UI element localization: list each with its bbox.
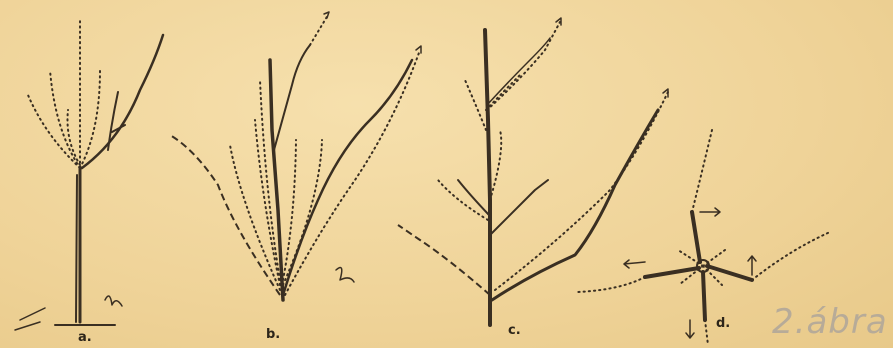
tree-b-main-branch	[283, 60, 412, 295]
tree-a-branch-far-left-dotted	[28, 95, 80, 168]
tree-b	[170, 12, 421, 300]
label-d: d.	[716, 316, 730, 331]
tree-b-upper-extension-dotted	[310, 15, 328, 45]
tree-c-main-branch	[492, 110, 658, 300]
tree-c-arrow-top	[556, 18, 561, 25]
tree-b-note-mark	[336, 268, 354, 282]
tree-b-main-extension-dotted	[285, 50, 420, 295]
tree-d-left-dotted	[578, 277, 645, 292]
tree-c-trunk	[485, 30, 490, 325]
tree-c-low-left-dashed	[398, 225, 490, 295]
tree-b-branch-left-dashed	[170, 135, 280, 295]
tree-c-main-extension-dotted	[495, 92, 668, 290]
tree-d-right-dotted	[752, 232, 830, 280]
tree-d-arrow-up	[748, 256, 756, 275]
tree-d-arrow-down	[686, 320, 694, 338]
tree-c-upper-left-dotted	[465, 80, 486, 130]
tree-b-upper-branch	[274, 45, 310, 150]
tree-a-note-mark	[105, 296, 122, 306]
tree-c-arrow-right	[663, 89, 668, 97]
tree-d-arrow-left	[624, 260, 645, 268]
tree-a-main-branch	[82, 35, 163, 168]
tree-d-arm-down	[703, 272, 705, 320]
label-c: c.	[508, 323, 521, 338]
tree-c-left-stub	[458, 180, 489, 215]
tree-a-trunk-shade	[76, 175, 77, 322]
label-a: a.	[78, 330, 92, 345]
tree-c	[398, 18, 668, 325]
tree-d-arm-up	[692, 212, 700, 262]
tree-d-down-dotted	[705, 320, 708, 345]
tree-b-arrow-right	[416, 46, 421, 53]
tree-a-side-branch	[108, 92, 118, 150]
tree-c-mid-branch	[490, 180, 548, 235]
figure-caption: 2.ábra	[772, 302, 888, 342]
tree-b-branch-left2-dotted	[230, 145, 280, 290]
tree-a-ground-marks	[15, 308, 45, 330]
tree-d-arrow-right	[700, 208, 720, 216]
tree-a	[15, 18, 163, 330]
tree-a-branch-right-dotted	[80, 70, 100, 168]
tree-c-upper-right-dotted	[486, 75, 520, 110]
tree-c-upper-branch	[487, 38, 550, 105]
label-b: b.	[266, 327, 280, 342]
tree-d-up-dotted	[692, 130, 712, 212]
